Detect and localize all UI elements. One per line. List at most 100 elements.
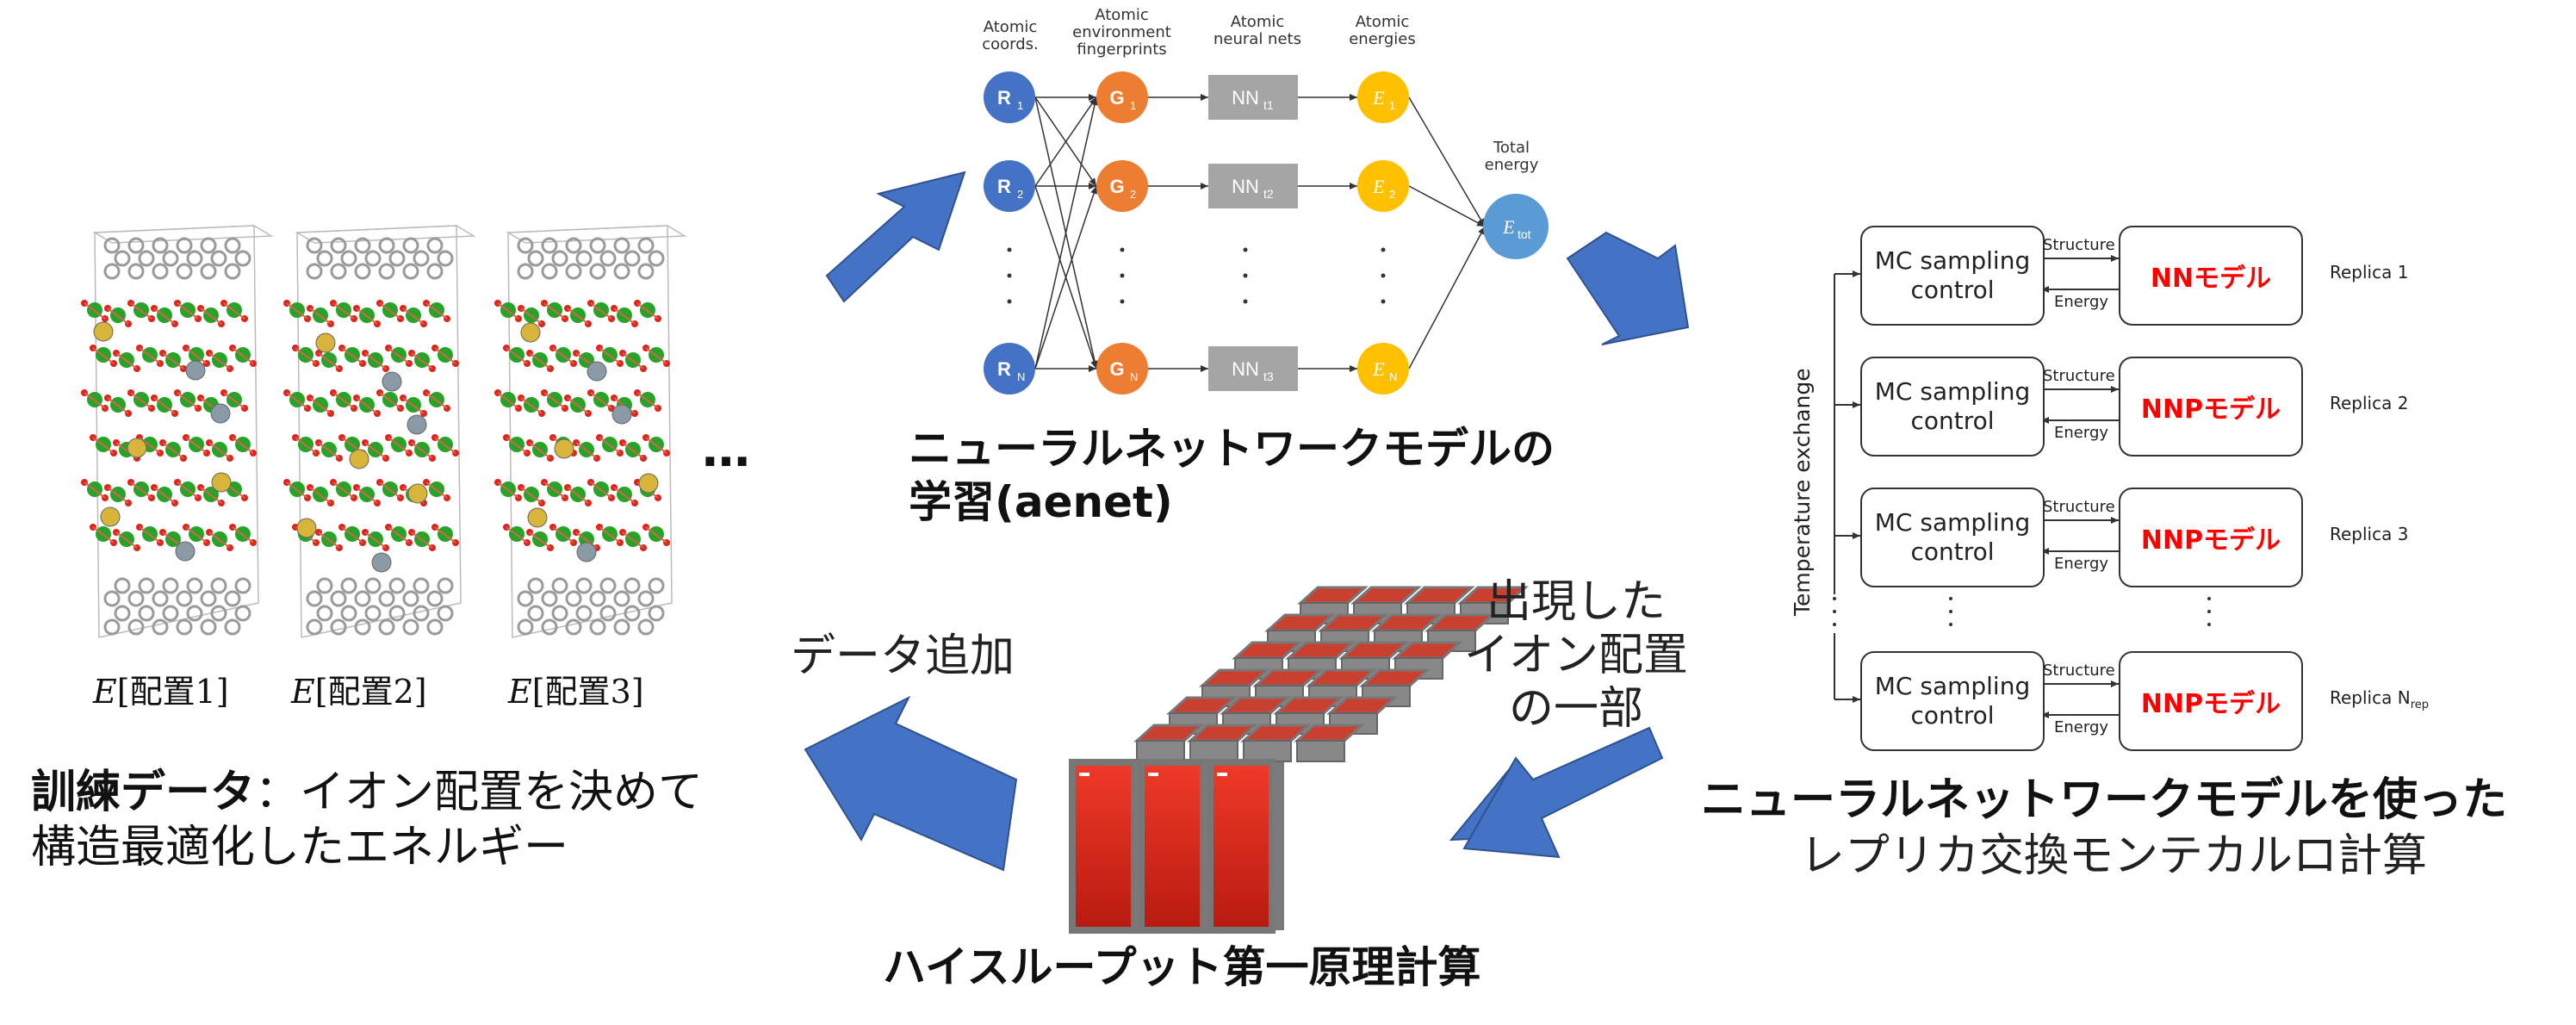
gray-atom	[551, 605, 568, 622]
gray-atom	[103, 590, 121, 607]
gray-atom	[378, 237, 395, 254]
gray-atom	[138, 577, 155, 594]
bond	[402, 308, 425, 325]
bond	[645, 526, 667, 544]
coord-node-label: R	[997, 87, 1011, 109]
bond	[295, 347, 317, 364]
bond	[645, 347, 667, 364]
bond	[411, 531, 433, 549]
bond	[115, 352, 138, 370]
gray-atom	[316, 250, 333, 267]
gray-atom	[127, 590, 145, 607]
gray-atom	[210, 605, 227, 622]
bond	[543, 481, 566, 499]
replica-label-3: Replica 3	[2330, 524, 2409, 544]
ellipsis-dot	[1381, 299, 1386, 304]
gray-atom	[589, 237, 606, 254]
bond	[388, 347, 410, 364]
bond	[232, 347, 254, 364]
rack-led	[1148, 773, 1158, 776]
fingerprint-node-sub: 1	[1130, 99, 1136, 112]
gray-atom	[354, 263, 371, 280]
gray-atom	[103, 237, 121, 254]
gray-atom	[599, 577, 617, 594]
nn-model-box-4: NNPモデル	[2119, 651, 2303, 751]
bond	[613, 308, 636, 325]
bond	[107, 308, 129, 325]
dopant-atom	[100, 506, 121, 527]
gray-atom	[437, 577, 454, 594]
bond	[177, 481, 199, 499]
bond	[107, 397, 129, 414]
bond	[543, 302, 566, 320]
bond	[139, 526, 161, 544]
fingerprint-node-2	[1096, 160, 1148, 212]
training-caption-rest: ：イオン配置を決めて	[255, 767, 704, 818]
rack-front-3	[1207, 759, 1276, 934]
bond	[520, 397, 543, 414]
bond	[356, 397, 378, 414]
gray-atom	[200, 590, 217, 607]
flow-arrow-to-training	[825, 171, 966, 303]
bond	[318, 352, 340, 370]
bond	[411, 442, 433, 459]
bond	[309, 308, 332, 325]
total-energy-node	[1483, 194, 1549, 259]
fingerprint-node-1	[1096, 71, 1148, 123]
energy-arrow-label: Energy	[2054, 718, 2109, 736]
neural-net-label: NN	[1232, 176, 1259, 197]
gray-atom	[551, 250, 568, 267]
bond	[309, 397, 332, 414]
coord-node-sub: N	[1017, 370, 1025, 383]
gray-atom	[565, 237, 582, 254]
gray-atom	[517, 263, 534, 280]
bond	[153, 397, 176, 414]
ellipsis-dot	[1007, 273, 1012, 278]
gray-atom	[378, 263, 395, 280]
dopant-atom	[93, 321, 114, 342]
gray-atom	[413, 605, 430, 622]
gray-atom	[437, 250, 454, 267]
dopant-atom	[407, 414, 427, 435]
crystal-panel-2	[283, 225, 476, 638]
gray-atom	[200, 237, 217, 254]
nn-model-box-2: NNPモデル	[2119, 357, 2303, 457]
rack-edge	[1272, 762, 1284, 930]
bond	[153, 487, 176, 504]
energy-node-3	[1357, 343, 1409, 394]
gray-atom	[613, 263, 630, 280]
dopant-atom	[638, 473, 659, 494]
gray-atom	[306, 237, 323, 254]
structure-label: Structure	[2043, 498, 2115, 516]
coord-node-3	[984, 343, 1035, 394]
bond	[575, 442, 598, 459]
cell-top	[295, 225, 476, 244]
ellipsis-dot	[1007, 299, 1012, 304]
dopant-atom	[349, 449, 369, 469]
bond	[497, 392, 519, 409]
nn-model-box-3: NNPモデル	[2119, 488, 2303, 587]
add-data-label: データ追加	[791, 631, 1015, 682]
gray-atom	[127, 263, 145, 280]
bond	[567, 487, 589, 504]
bond	[130, 302, 152, 320]
mc-line2: control	[1910, 407, 1995, 435]
gray-atom	[138, 605, 155, 622]
bond	[115, 531, 138, 549]
coord-node-sub: 1	[1017, 99, 1023, 112]
gray-atom	[330, 590, 347, 607]
crystal-panel-1	[81, 225, 274, 638]
gray-atom	[176, 263, 193, 280]
gray-atom	[541, 618, 558, 636]
ellipsis-dot	[1381, 273, 1386, 278]
bond	[497, 481, 519, 499]
training-caption-bold: 訓練データ	[31, 767, 256, 818]
bond	[622, 352, 644, 370]
bond	[590, 392, 612, 409]
bond	[425, 481, 448, 499]
mc-line2: control	[1910, 537, 1995, 566]
